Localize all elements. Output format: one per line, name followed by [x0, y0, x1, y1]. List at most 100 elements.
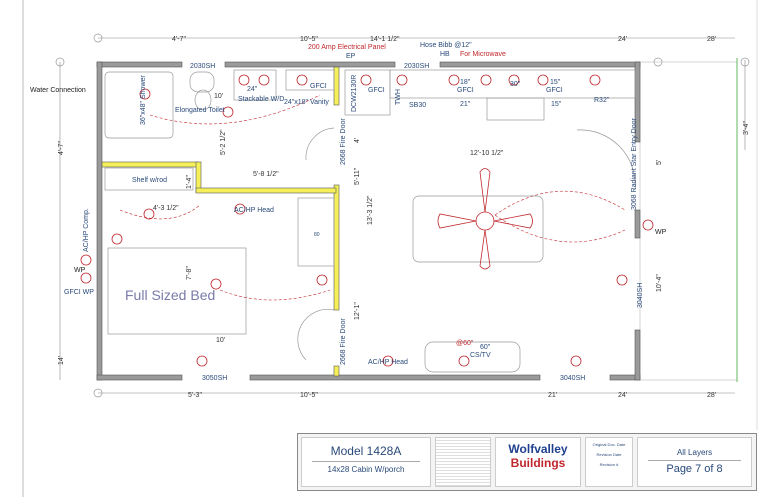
ceiling-fan-icon [475, 211, 495, 231]
right-dim: 3'-4" [743, 121, 750, 135]
cabinet-label: 18" [460, 79, 471, 86]
dim-label: 10' [214, 93, 223, 100]
cs-tv-label: CS/TV [470, 352, 491, 359]
fridge-label: R32" [594, 97, 610, 104]
company-name-line1: Wolfvalley [508, 442, 568, 456]
model-description: 14x28 Cabin W/porch [312, 461, 420, 474]
washer-dryer [233, 69, 277, 101]
window-label: 2030SH [190, 63, 215, 70]
door-swing [576, 129, 636, 191]
dim-label: 14'-1 1/2" [370, 36, 400, 43]
dim-label: 5'-2 1/2" [220, 129, 227, 155]
dim-label: 12'-1" [354, 302, 361, 320]
left-dim: 4'-7" [58, 141, 65, 155]
dim-label: 21' [548, 392, 557, 399]
company-logo: Wolfvalley Buildings [495, 437, 581, 487]
dim-label: 5'-3" [188, 392, 202, 399]
washer-width-label: 24" [247, 86, 258, 93]
wp-label: WP [655, 229, 667, 236]
plan-labels: 200 Amp Electrical Panel EP Hose Bibb @1… [30, 42, 667, 382]
cabinet-label: 30" [510, 81, 521, 88]
dimension-lines [55, 33, 750, 398]
gfci-label: GFCI [546, 87, 563, 94]
model-name: Model 1428A [330, 444, 402, 458]
gfci-label: GFCI [310, 83, 327, 90]
cabinet-label: 21" [460, 101, 471, 108]
toilet-bowl [194, 89, 212, 111]
page-cell: All Layers Page 7 of 8 [637, 437, 752, 487]
title-block: Model 1428A 14x28 Cabin W/porch Wolfvall… [297, 433, 757, 491]
entry-door-label: 3068 Radiant Star Entry Door [631, 118, 638, 210]
dim-label: 13'-3 1/2" [367, 195, 374, 225]
toilet-tank [189, 71, 215, 93]
window-label: 3050SH [202, 375, 227, 382]
microwave-label: For Microwave [460, 51, 506, 58]
electrical-outlets [80, 74, 654, 367]
dim-label: 10'-5" [300, 36, 318, 43]
layers-label: All Layers [676, 448, 713, 457]
closet-door-label: DCW2130R [351, 75, 358, 112]
wp-label: WP [74, 267, 86, 274]
dim-label: 24' [618, 36, 627, 43]
exterior-walls [96, 61, 641, 381]
vanity-label: 24"x18" Vanity [284, 99, 329, 106]
range [486, 97, 545, 121]
fixtures [104, 69, 636, 373]
porch [639, 61, 738, 381]
shelf [104, 167, 194, 191]
cabinet-label: 15" [550, 79, 561, 86]
shower [104, 71, 174, 139]
toilet-label: Elongated Toilet [175, 107, 225, 114]
revision-date-label: Revision Date [596, 452, 622, 457]
ac-head-label: AC/HP Head [368, 359, 408, 366]
tv-size-label: 60" [480, 344, 491, 351]
right-dim: 5' [656, 160, 663, 165]
fire-door-label: 2668 Fire Door [340, 318, 347, 365]
gfci-label: GFCI [368, 87, 385, 94]
heater-label: 80 [314, 232, 320, 238]
dim-label: 24' [618, 392, 627, 399]
revision-info: Original Doc. Date Revision Date Revisio… [585, 437, 633, 487]
original-doc-date-label: Original Doc. Date [592, 442, 626, 447]
left-dim: 14' [58, 356, 65, 365]
bottom-dimensions: 5'-3" 10'-5" 21' 24' 28' [188, 392, 716, 399]
revision-number-label: Revision # [599, 462, 619, 467]
dim-label: 5'-11" [354, 167, 361, 185]
tv-console [424, 341, 521, 373]
interior-dimensions: 10' 5'-2 1/2" 5'-8 1/2" 1'-4" 4'-3 1/2" … [153, 93, 504, 344]
window-label: 3040SH [637, 283, 644, 308]
tv-height-label: @60" [456, 340, 474, 347]
gfci-label: GFCI [457, 87, 474, 94]
cabinet-label: 15" [551, 101, 562, 108]
page-number: Page 7 of 8 [648, 460, 741, 475]
water-heater-closet [297, 197, 335, 267]
dim-label: 10'-5" [300, 392, 318, 399]
hose-bibb-label: Hose Bibb @12" [420, 42, 472, 49]
fire-door-label: 2668 Fire Door [340, 118, 347, 165]
ceiling-fan-blades [437, 168, 533, 270]
shelf-label: Shelf w/rod [132, 177, 167, 184]
dim-label: 1'-4" [186, 175, 193, 189]
dim-label: 4'-3 1/2" [153, 205, 179, 212]
right-dim: 10'-4" [656, 274, 663, 292]
dim-label: 12'-10 1/2" [470, 150, 504, 157]
bed-label: Full Sized Bed [125, 287, 215, 303]
washer-label: Stackable W/D [238, 96, 284, 103]
window-label: 3040SH [560, 375, 585, 382]
ac-head-label: AC/HP Head [234, 207, 274, 214]
water-connection-label: Water Connection [30, 87, 86, 94]
ac-comp-label: AC/HP Comp. [83, 208, 90, 252]
sofa [412, 195, 544, 263]
shower-label: 36"x48" Shower [140, 75, 147, 125]
gfci-wp-label: GFCI WP [64, 289, 94, 296]
model-cell: Model 1428A 14x28 Cabin W/porch [301, 437, 431, 487]
twh-label: TWH [395, 89, 402, 105]
top-dimensions: 4'-7" 10'-5" 14'-1 1/2" 24' 28' [172, 36, 716, 43]
ep-label: EP [346, 53, 356, 60]
dim-label: 28' [707, 392, 716, 399]
sink-label: SB30 [409, 102, 426, 109]
dim-label: 5'-8 1/2" [253, 171, 279, 178]
bed [107, 247, 247, 335]
dim-label: 4' [354, 138, 361, 143]
